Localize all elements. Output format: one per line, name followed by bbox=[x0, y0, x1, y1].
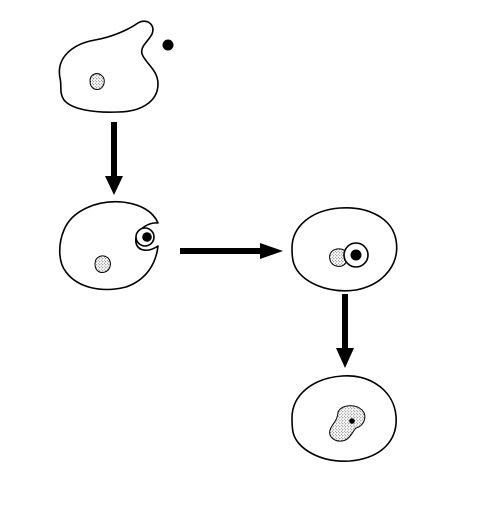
stage-3-cell bbox=[291, 207, 398, 292]
cell-2-outline bbox=[58, 200, 159, 291]
stage-2-cell bbox=[58, 200, 159, 291]
stage-1-cell bbox=[58, 20, 174, 113]
cell-3-outline bbox=[291, 207, 398, 292]
cell-1-nucleus bbox=[89, 73, 105, 90]
cell-1-outline bbox=[58, 20, 159, 113]
cell-3-particle bbox=[350, 249, 362, 261]
cell-4-nucleus bbox=[329, 405, 366, 442]
arrow-down-3 bbox=[336, 294, 354, 368]
cell-2-nucleus bbox=[94, 255, 111, 273]
stage-4-cell bbox=[291, 375, 397, 462]
arrow-down-1 bbox=[105, 122, 123, 195]
cell-4-particle bbox=[349, 418, 355, 424]
cell-1-particle bbox=[162, 39, 174, 51]
arrow-right-2 bbox=[180, 243, 283, 259]
cell-2-particle bbox=[142, 232, 152, 242]
